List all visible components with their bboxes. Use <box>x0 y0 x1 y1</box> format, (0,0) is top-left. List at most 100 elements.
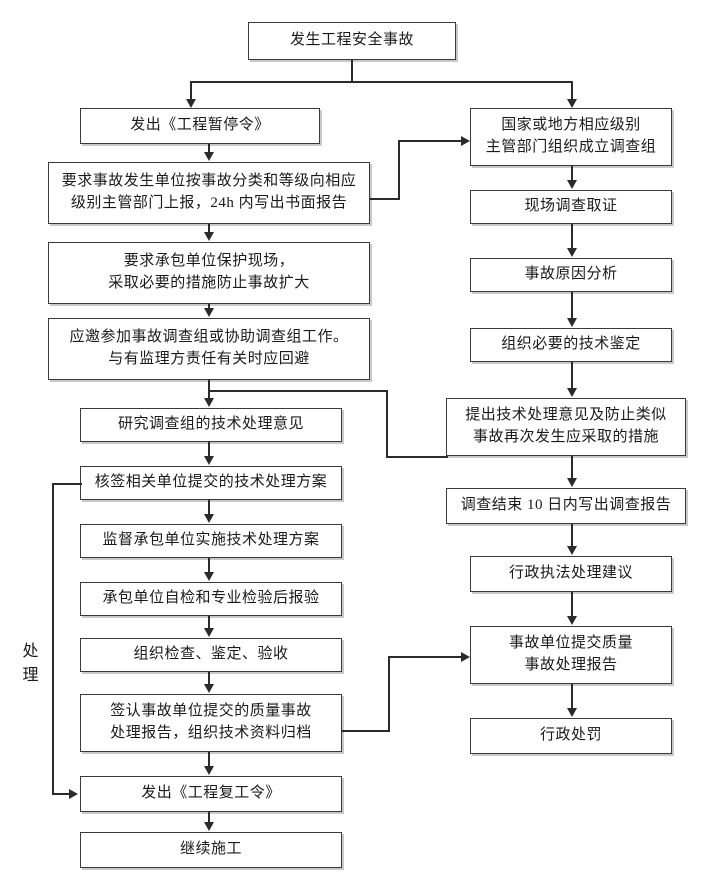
arrow-l1-l2 <box>204 152 214 161</box>
node-label: 监督承包单位实施技术处理方案 <box>102 532 320 549</box>
node-site-investigation[interactable]: 现场调查取证 <box>470 190 672 224</box>
node-accident-occurs[interactable]: 发生工程安全事故 <box>248 22 456 60</box>
connector-l6-l7 <box>208 500 210 515</box>
node-issue-suspension-order[interactable]: 发出《工程暂停令》 <box>80 108 320 144</box>
arrow-l9-l10 <box>204 684 214 693</box>
node-study-technical-opinion[interactable]: 研究调查组的技术处理意见 <box>80 408 342 442</box>
node-label: 调查结束 10 日内写出调查报告 <box>460 497 672 514</box>
arrow-to-investigation-group <box>567 99 577 108</box>
node-organize-acceptance[interactable]: 组织检查、鉴定、验收 <box>80 638 342 672</box>
side-label-processing: 处 理 <box>20 640 42 688</box>
connector-r1-r2 <box>571 166 573 181</box>
connector-sign-to-submit-h1 <box>342 730 390 732</box>
node-label: 现场调查取证 <box>524 198 618 215</box>
arrow-r8-r9 <box>567 708 577 717</box>
arrow-r4-r5 <box>567 388 577 397</box>
side-label-char-2: 理 <box>22 667 40 684</box>
connector-report-to-group-v <box>398 140 400 199</box>
node-technical-appraisal[interactable]: 组织必要的技术鉴定 <box>470 328 672 362</box>
node-label: 要求事故发生单位按事故分类和等级向相应 级别主管部门上报，24h 内写出书面报告 <box>61 173 357 211</box>
node-cause-analysis[interactable]: 事故原因分析 <box>470 258 672 292</box>
arrow-r6-r7 <box>567 546 577 555</box>
node-sign-quality-report[interactable]: 签认事故单位提交的质量事故 处理报告，组织技术资料归档 <box>80 694 342 752</box>
connector-sign-to-submit-v <box>388 656 390 731</box>
node-form-investigation-group[interactable]: 国家或地方相应级别 主管部门组织成立调查组 <box>470 108 672 166</box>
arrow-l10-l11 <box>204 766 214 775</box>
node-supervise-implementation[interactable]: 监督承包单位实施技术处理方案 <box>80 524 342 558</box>
node-label: 组织必要的技术鉴定 <box>501 336 641 353</box>
arrow-l11-l12 <box>204 822 214 831</box>
arrow-l7-l8 <box>204 572 214 581</box>
connector-split-right <box>571 81 573 100</box>
connector-l1-l2 <box>208 144 210 153</box>
connector-measures-to-study-v <box>386 390 388 457</box>
arrow-r1-r2 <box>567 180 577 189</box>
node-label: 行政执法处理建议 <box>508 565 633 582</box>
connector-report-to-group-h2 <box>398 140 462 142</box>
arrow-rail-to-resumption <box>69 789 78 799</box>
side-label-char-1: 处 <box>22 643 40 660</box>
arrow-l6-l7 <box>204 514 214 523</box>
node-label: 发出《工程暂停令》 <box>130 117 270 134</box>
node-submit-quality-report[interactable]: 事故单位提交质量 事故处理报告 <box>470 626 672 684</box>
arrow-r2-r3 <box>567 248 577 257</box>
arrow-r7-r8 <box>567 616 577 625</box>
node-label: 事故原因分析 <box>524 266 618 283</box>
connector-l4-l5 <box>208 380 210 399</box>
node-enforcement-suggestion[interactable]: 行政执法处理建议 <box>470 556 672 592</box>
connector-r3-r4 <box>571 292 573 319</box>
arrow-to-suspension-order <box>186 99 196 108</box>
arrow-l3-l4 <box>204 308 214 317</box>
node-countersign-plan[interactable]: 核签相关单位提交的技术处理方案 <box>80 466 342 500</box>
connector-rail-to-countersign <box>52 483 82 485</box>
connector-split-bus <box>190 81 572 83</box>
node-label: 要求承包单位保护现场， 采取必要的措施防止事故扩大 <box>108 253 310 291</box>
node-label: 核签相关单位提交的技术处理方案 <box>94 474 328 491</box>
node-propose-measures[interactable]: 提出技术处理意见及防止类似 事故再次发生应采取的措施 <box>446 398 686 456</box>
arrow-l8-l9 <box>204 628 214 637</box>
arrow-sign-to-submit <box>461 652 470 662</box>
node-label: 继续施工 <box>179 841 242 858</box>
arrow-r3-r4 <box>567 318 577 327</box>
node-protect-site[interactable]: 要求承包单位保护现场， 采取必要的措施防止事故扩大 <box>48 242 370 304</box>
connector-sign-to-submit-h2 <box>388 656 462 658</box>
connector-l10-l11 <box>208 752 210 767</box>
connector-l8-l9 <box>208 616 210 629</box>
arrow-report-to-group <box>461 136 470 146</box>
node-investigation-report-10d[interactable]: 调查结束 10 日内写出调查报告 <box>446 488 686 524</box>
arrow-l4-l5 <box>204 398 214 407</box>
connector-l2-l3 <box>208 224 210 233</box>
node-self-inspection[interactable]: 承包单位自检和专业检验后报验 <box>80 582 342 616</box>
node-require-report-24h[interactable]: 要求事故发生单位按事故分类和等级向相应 级别主管部门上报，24h 内写出书面报告 <box>48 162 370 224</box>
connector-r4-r5 <box>571 362 573 389</box>
arrow-r5-r6 <box>567 478 577 487</box>
connector-measures-to-study-top <box>208 390 388 392</box>
connector-r8-r9 <box>571 684 573 709</box>
arrow-l5-l6 <box>204 456 214 465</box>
connector-r7-r8 <box>571 592 573 617</box>
connector-measures-to-study-h <box>386 456 448 458</box>
node-issue-resumption-order[interactable]: 发出《工程复工令》 <box>80 776 342 812</box>
node-label: 提出技术处理意见及防止类似 事故再次发生应采取的措施 <box>465 407 667 445</box>
connector-title-stem <box>351 60 353 82</box>
arrow-l2-l3 <box>204 232 214 241</box>
connector-r5-r6 <box>571 456 573 479</box>
node-label: 签认事故单位提交的质量事故 处理报告，组织技术资料归档 <box>110 703 312 741</box>
node-continue-construction[interactable]: 继续施工 <box>80 832 342 868</box>
node-administrative-penalty[interactable]: 行政处罚 <box>470 718 672 754</box>
connector-rail-to-resumption <box>52 793 70 795</box>
connector-l9-l10 <box>208 672 210 685</box>
connector-split-left <box>190 81 192 100</box>
connector-l7-l8 <box>208 558 210 573</box>
node-label: 行政处罚 <box>539 727 602 744</box>
connector-r6-r7 <box>571 524 573 547</box>
node-label: 发出《工程复工令》 <box>141 785 281 802</box>
connector-report-to-group-h1 <box>370 198 400 200</box>
connector-left-rail <box>52 483 54 794</box>
node-label: 事故单位提交质量 事故处理报告 <box>508 635 633 673</box>
connector-r2-r3 <box>571 224 573 249</box>
node-label: 研究调查组的技术处理意见 <box>117 416 304 433</box>
node-join-investigation-group[interactable]: 应邀参加事故调查组或协助调查组工作。 与有监理方责任有关时应回避 <box>48 318 370 380</box>
node-label: 国家或地方相应级别 主管部门组织成立调查组 <box>485 117 657 155</box>
node-label: 组织检查、鉴定、验收 <box>133 646 289 663</box>
